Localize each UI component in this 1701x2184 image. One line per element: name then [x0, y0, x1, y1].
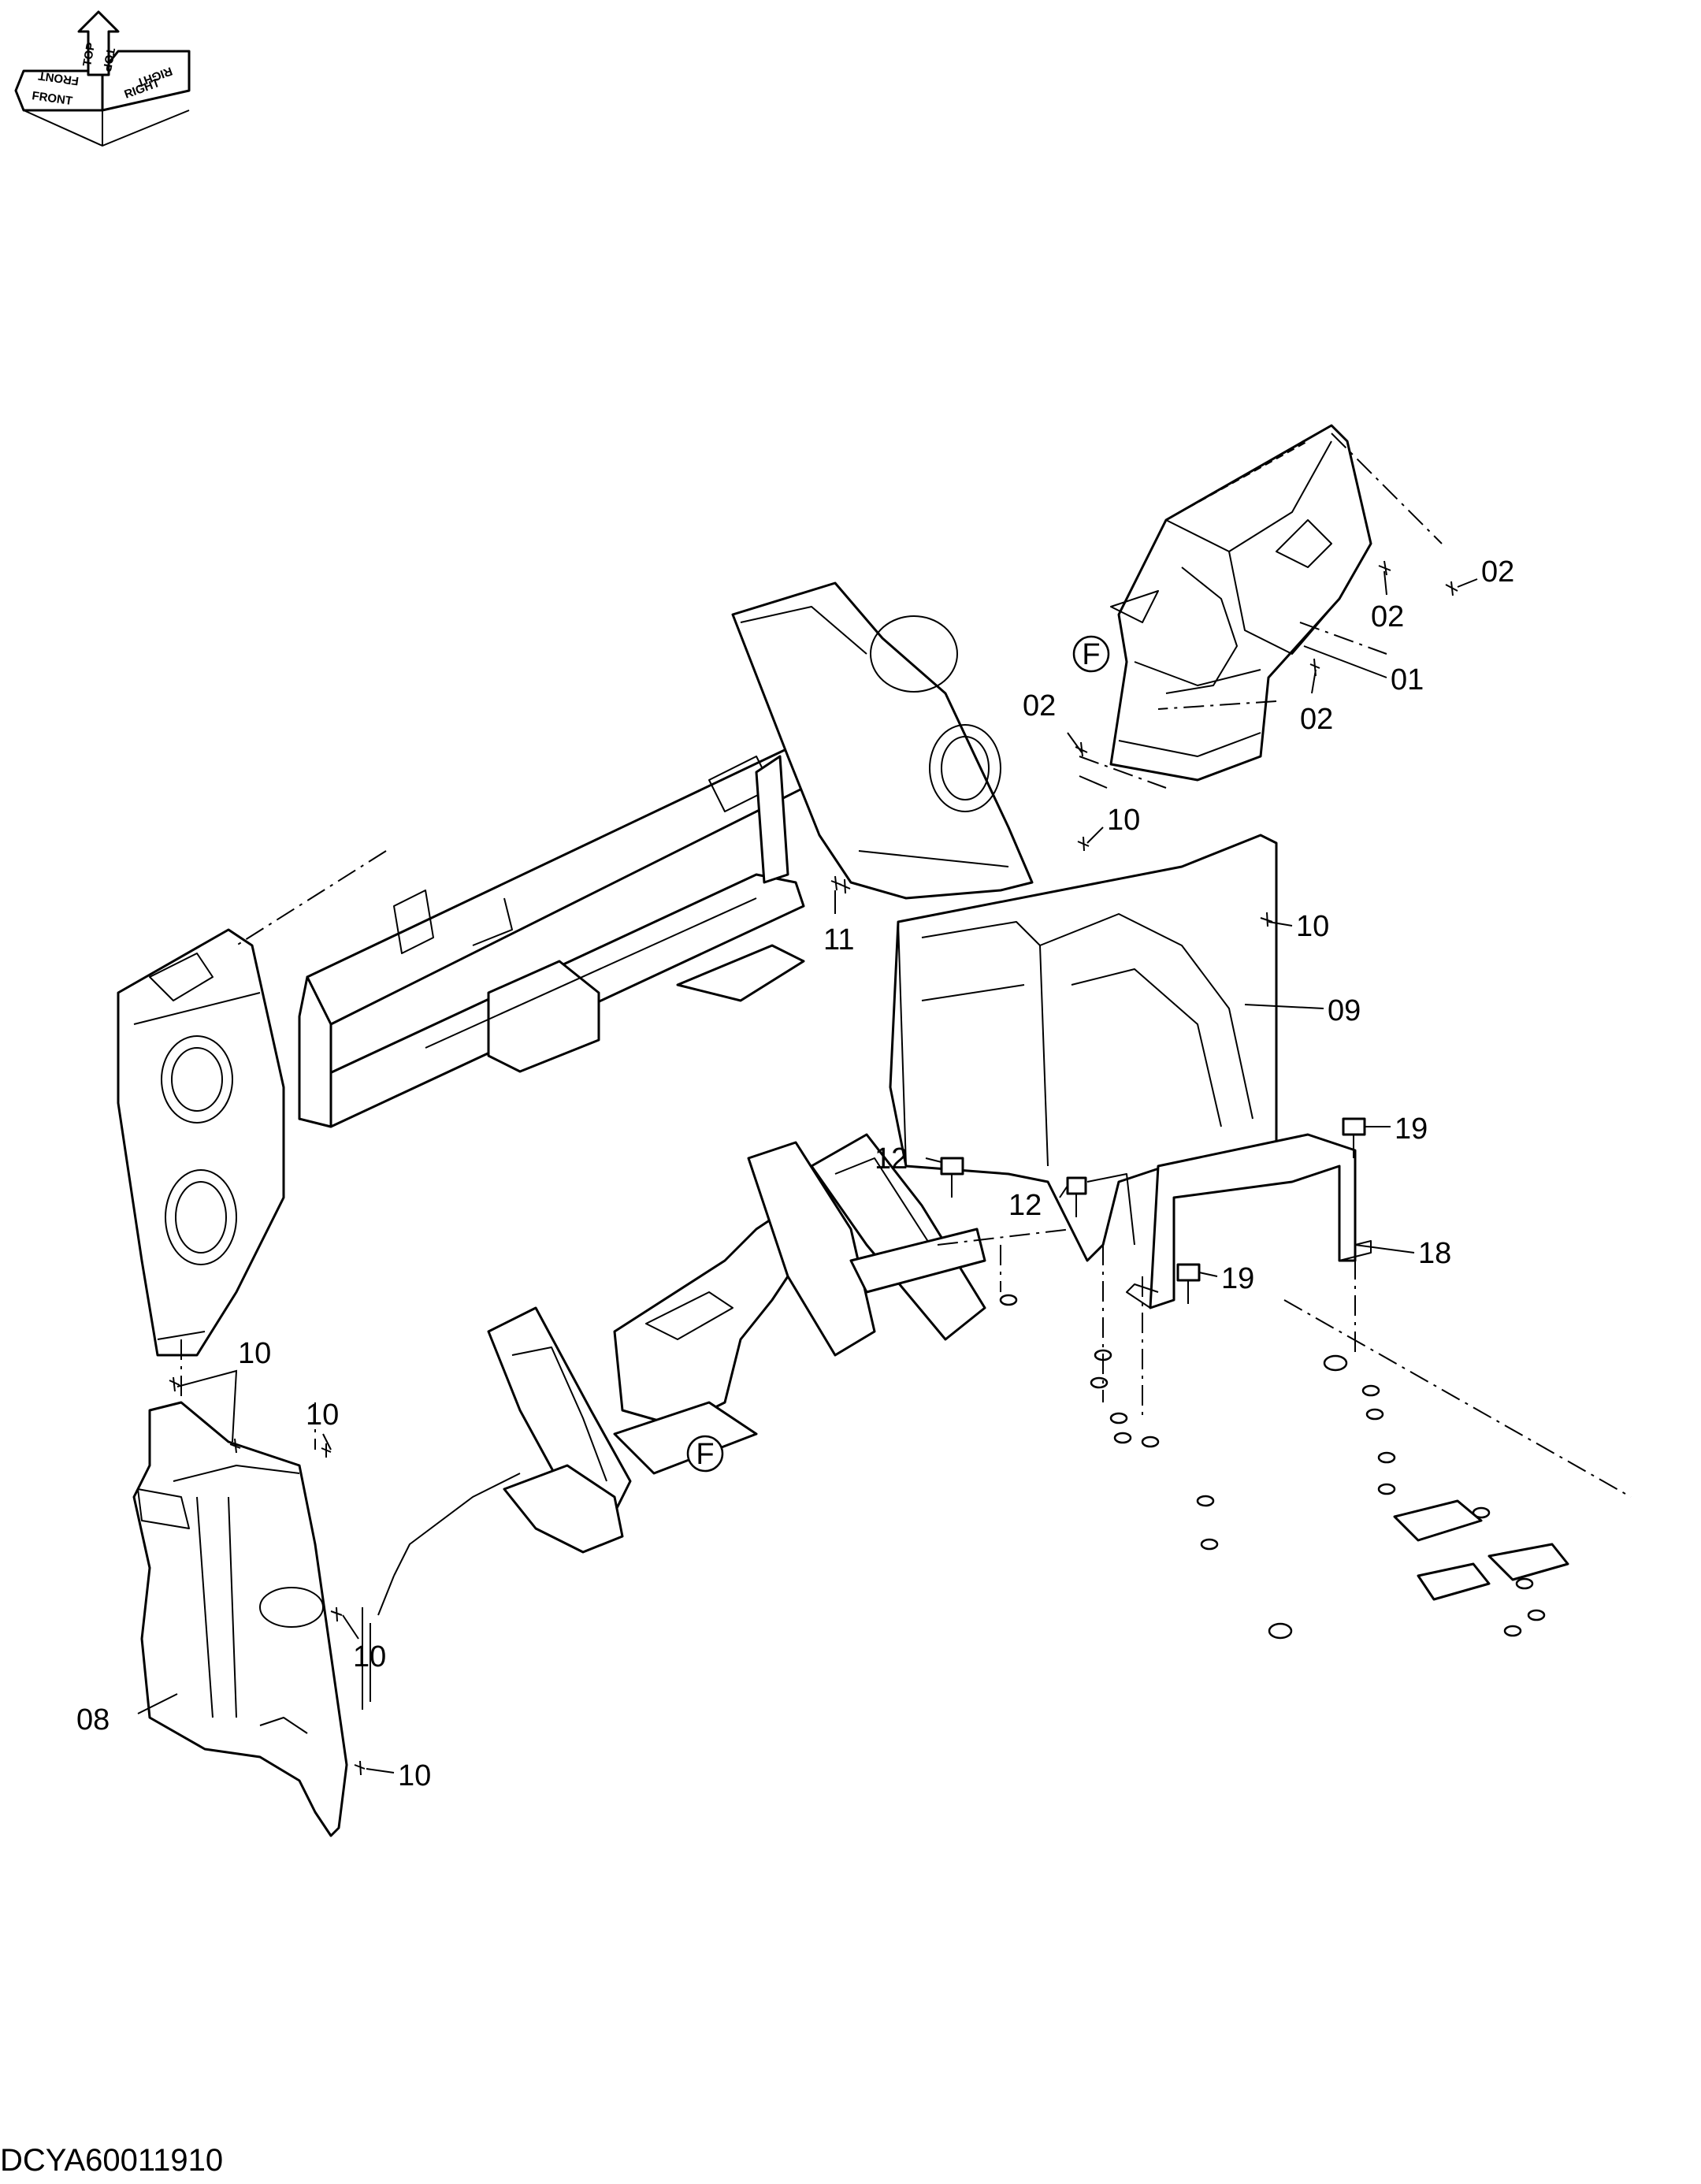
- callout-09: 09: [1328, 994, 1361, 1027]
- callout-08: 08: [76, 1703, 110, 1736]
- part-09-side-panel: [889, 834, 1278, 1262]
- fasteners: [169, 560, 1458, 1776]
- drawing-number: DCYA60011910: [0, 2143, 223, 2178]
- callout-10-d: 10: [306, 1398, 339, 1432]
- callouts: 02 02 01 02 02 10 11 10 09 12 12 19 18 1…: [76, 555, 1514, 1792]
- callout-01: 01: [1391, 663, 1424, 696]
- callout-11: 11: [823, 923, 854, 956]
- reference-lines: [180, 433, 1632, 1498]
- orientation-label-top: TOP: [80, 42, 98, 68]
- callout-10-c: 10: [238, 1337, 271, 1370]
- orientation-icon: FRONT TOP RIGHT FRONT TOP RIGHT: [14, 10, 191, 147]
- orientation-label-top-mirror: TOP: [100, 46, 117, 72]
- floor-holes: [999, 1294, 1569, 1640]
- callout-10-a: 10: [1107, 804, 1140, 837]
- callout-12-b: 12: [1008, 1189, 1042, 1222]
- reference-marker-f-lower: F: [686, 1435, 724, 1473]
- callout-02-a: 02: [1481, 555, 1514, 589]
- left-dashboard-panel: [117, 928, 285, 1357]
- pedal-assembly: [362, 1133, 986, 1710]
- callout-19-a: 19: [1395, 1112, 1428, 1146]
- callout-10-f: 10: [398, 1759, 431, 1792]
- callout-19-b: 19: [1221, 1262, 1254, 1295]
- callout-02-b: 02: [1371, 600, 1404, 633]
- callout-12-a: 12: [875, 1142, 908, 1176]
- leader-lines: [137, 570, 1478, 1774]
- callout-10-b: 10: [1296, 910, 1329, 943]
- callout-02-d: 02: [1023, 689, 1056, 722]
- part-18-bracket: [1126, 1133, 1372, 1309]
- reference-marker-f-upper: F: [1072, 635, 1110, 673]
- callout-02-c: 02: [1300, 703, 1333, 736]
- part-08-lower-panel: [132, 1401, 348, 1837]
- reference-marker-f-lower-label: F: [696, 1438, 714, 1471]
- callout-10-e: 10: [353, 1640, 386, 1673]
- center-console-panel: [731, 581, 1034, 900]
- callout-18: 18: [1418, 1237, 1451, 1270]
- dashboard-frame: [298, 747, 805, 1128]
- part-01-duct: [1109, 424, 1372, 782]
- reference-marker-f-upper-label: F: [1082, 638, 1100, 671]
